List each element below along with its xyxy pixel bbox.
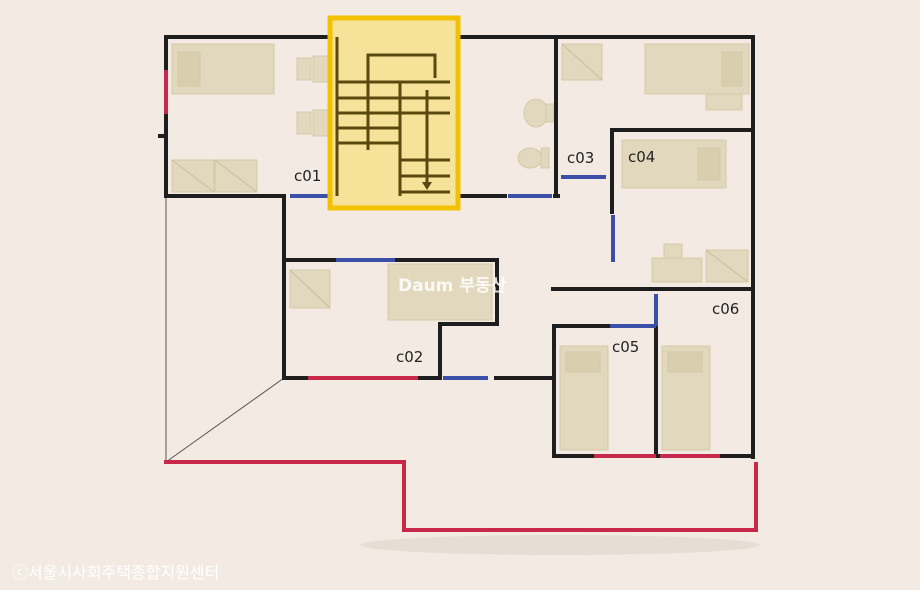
bed-icon [171,43,275,95]
terrace-diagonal [165,377,285,463]
desk-icon [705,93,743,111]
chair-icon [296,111,312,135]
watermark: Daum 부동산 [398,276,507,296]
bed-icon [644,43,750,95]
desk-icon [312,55,330,83]
bed-icon [387,263,493,321]
copyright-credit: ⓒ서울시사회주택종합지원센터 [12,563,220,582]
room-label-c01: c01 [294,167,322,185]
plan-shadow [360,535,760,555]
bed-icon [661,345,711,451]
room-label-c06: c06 [712,300,740,318]
room-label-c05: c05 [612,338,640,356]
wardrobe-icon [171,159,258,193]
room-label-c04: c04 [628,148,656,166]
chair-icon [296,57,312,81]
bed-icon [559,345,609,451]
staircase-icon [327,15,461,211]
chair-icon [663,243,683,259]
desk-icon [312,109,330,137]
balcony-outline [164,460,758,532]
room-label-c02: c02 [396,348,424,366]
bed-icon [621,139,727,189]
room-label-c03: c03 [567,149,595,167]
desk-icon [651,257,703,283]
toilet-icon [517,98,555,169]
